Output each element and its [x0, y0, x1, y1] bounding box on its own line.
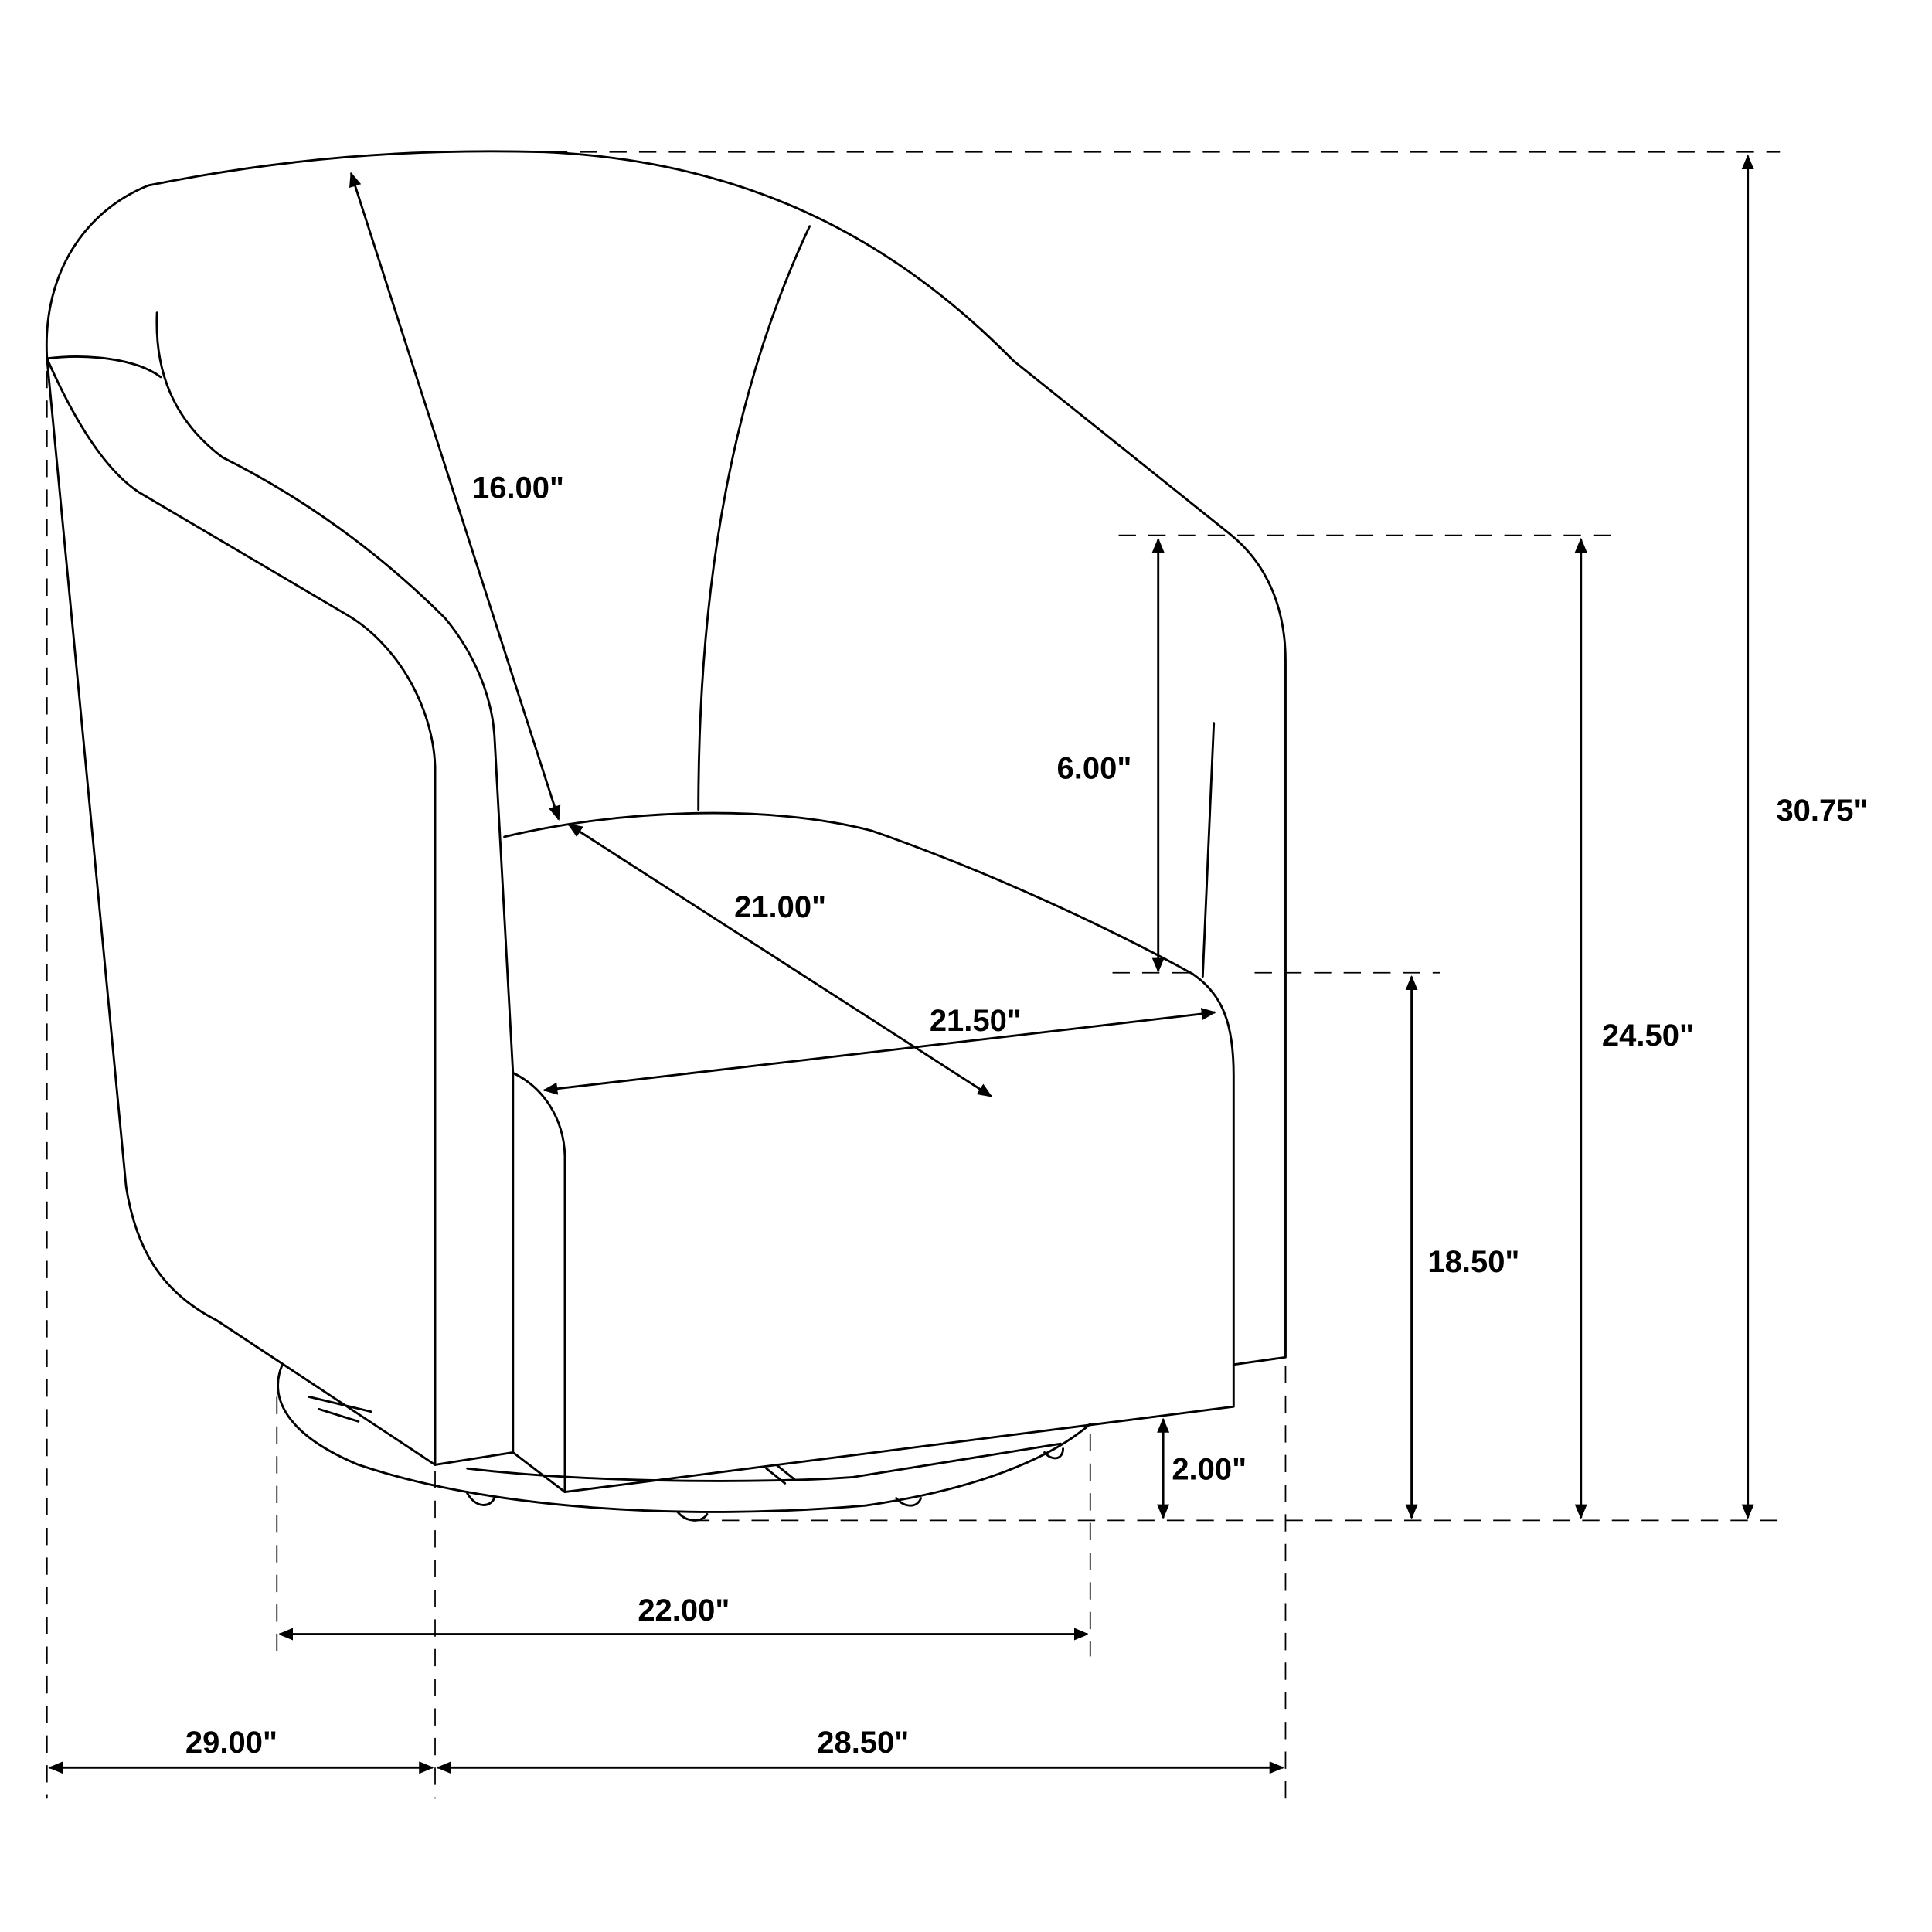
label-base-diameter: 22.00" — [638, 1594, 730, 1628]
label-overall-height: 30.75" — [1776, 794, 1868, 828]
label-seat-depth: 21.00" — [734, 890, 826, 924]
label-seat-height: 18.50" — [1427, 1245, 1519, 1279]
dimension-labels: 16.00" 6.00" 21.00" 21.50" 30.75" 24.50"… — [185, 471, 1869, 1760]
label-overall-width: 28.50" — [817, 1726, 909, 1760]
dimension-arrows — [48, 154, 1754, 1774]
label-arm-height: 24.50" — [1602, 1019, 1694, 1053]
label-back-height: 16.00" — [472, 471, 564, 505]
label-seat-width: 21.50" — [930, 1004, 1022, 1038]
label-overall-depth: 29.00" — [185, 1726, 277, 1760]
extension-lines — [46, 151, 1781, 1799]
chair-outline — [45, 150, 1287, 1522]
label-base-height: 2.00" — [1172, 1453, 1247, 1487]
label-arm-above-seat: 6.00" — [1057, 752, 1132, 786]
